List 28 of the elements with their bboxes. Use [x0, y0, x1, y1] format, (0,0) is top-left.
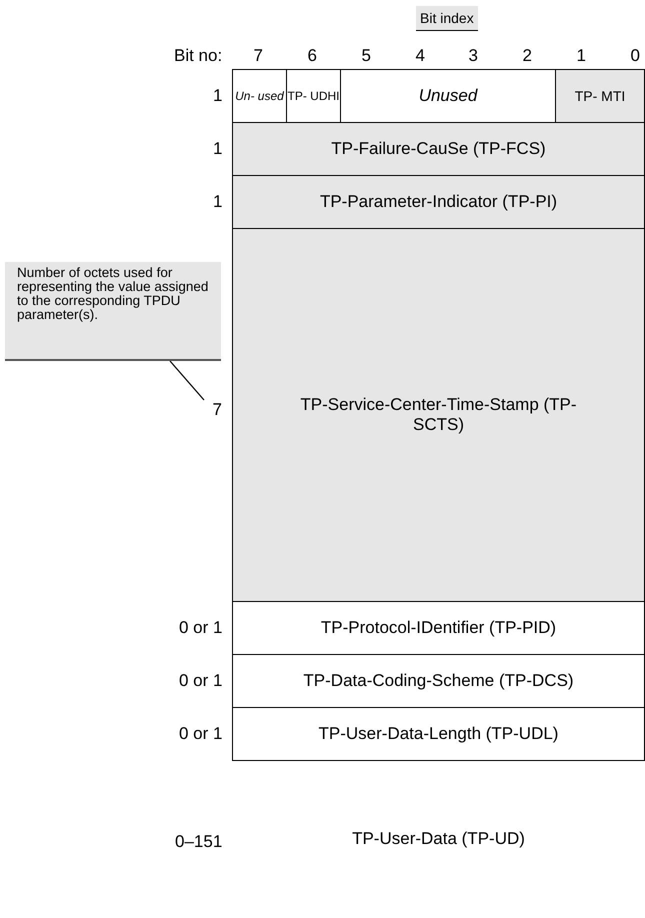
octet-count: 1	[213, 192, 222, 212]
bit-number: 2	[522, 46, 532, 66]
bit-number: 1	[576, 46, 586, 66]
octet-count: 0 or 1	[179, 671, 222, 691]
field-row: TP-Protocol-IDentifier (TP-PID)	[232, 601, 645, 655]
octet-count: 1	[213, 139, 222, 159]
octet-count: 7	[198, 398, 222, 422]
bit-number: 5	[362, 46, 371, 66]
octet-count: 0–151	[175, 832, 222, 852]
octet-count: 0 or 1	[179, 724, 222, 744]
octet-count: 1	[213, 86, 222, 106]
field-row: TP-Data-Coding-Scheme (TP-DCS)	[232, 654, 645, 708]
field-cell: TP- MTI	[555, 69, 645, 123]
leader-line	[170, 360, 204, 400]
note-box: Number of octets used for representing the value assigned to the corresponding TPDU parameter(s).	[5, 262, 221, 361]
bit-number: 6	[308, 46, 317, 66]
field-row: TP-Failure-CauSe (TP-FCS)	[232, 122, 645, 176]
field-cell: Un- used	[232, 69, 287, 123]
bit-number: 7	[254, 46, 263, 66]
bit-number: 3	[468, 46, 478, 66]
field-row: TP-Service-Center-Time-Stamp (TP-SCTS)	[232, 228, 645, 602]
field-row: TP-User-Data-Length (TP-UDL)	[232, 707, 645, 761]
row-header: Bit no:	[174, 46, 222, 66]
bit-number: 0	[630, 46, 640, 66]
bit-number: 4	[416, 46, 425, 66]
axis-title: Bit index	[416, 6, 478, 31]
octet-count: 0 or 1	[179, 618, 222, 638]
field-row: TP-Parameter-Indicator (TP-PI)	[232, 175, 645, 229]
